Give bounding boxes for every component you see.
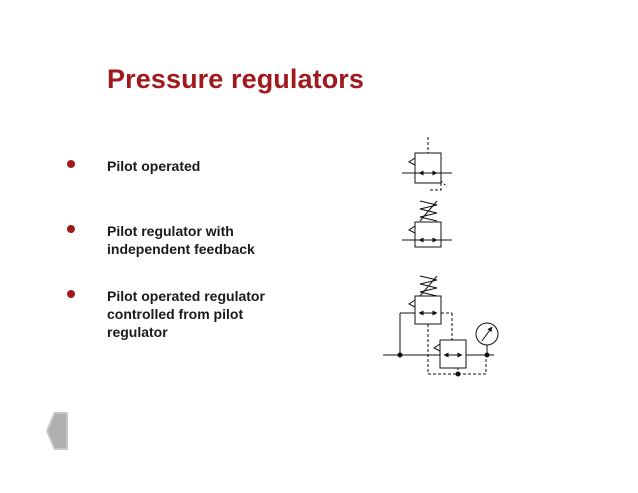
slide-title: Pressure regulators [107, 64, 365, 94]
bullet-text: Pilot operated regulator controlled from… [107, 288, 265, 340]
symbol-pilot-regulator [402, 200, 452, 248]
bullet-text: Pilot regulator with independent feedbac… [107, 223, 255, 257]
bullet-text: Pilot operated [107, 158, 201, 174]
chevron-left-icon[interactable] [46, 412, 68, 450]
symbol-pilot-operated [402, 137, 452, 191]
bullet-dot [67, 290, 75, 298]
bullet-dot [67, 160, 75, 168]
symbol-pilot-controlled-regulator [383, 275, 499, 377]
bullet-dot [67, 225, 75, 233]
